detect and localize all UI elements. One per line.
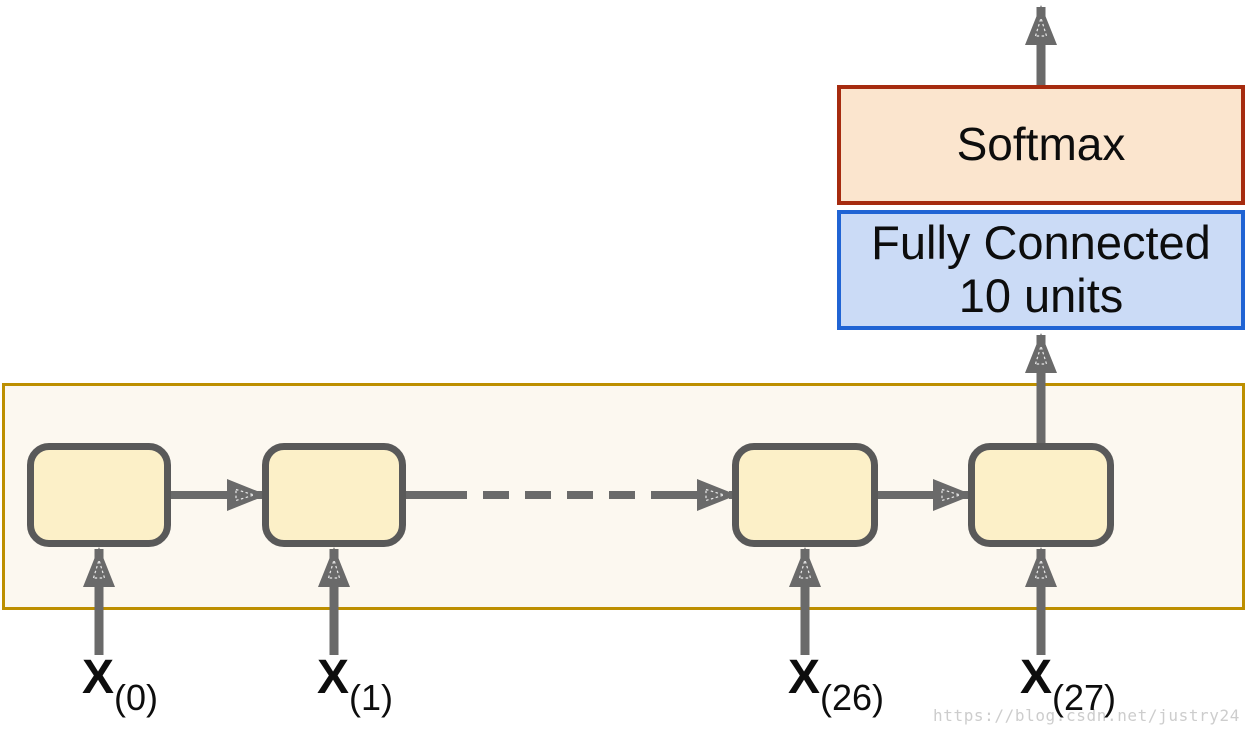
input-label-2-subscript: (26) — [820, 677, 885, 718]
rnn-cell-3 — [968, 443, 1114, 547]
input-label-1-subscript: (1) — [349, 677, 394, 718]
input-label-0-subscript: (0) — [114, 677, 159, 718]
input-label-1-base: X — [317, 651, 350, 704]
rnn-cell-0 — [27, 443, 171, 547]
input-label-3: X(27) — [1020, 651, 1116, 717]
watermark-text: https://blog.csdn.net/justry24 — [933, 706, 1240, 725]
input-label-1: X(1) — [317, 651, 393, 717]
rnn-cell-2 — [732, 443, 878, 547]
softmax-label: Softmax — [956, 118, 1126, 171]
rnn-cell-1 — [262, 443, 406, 547]
input-label-2-base: X — [788, 651, 821, 704]
input-label-2: X(26) — [788, 651, 884, 717]
fully-connected-label-line2: 10 units — [958, 269, 1124, 322]
input-label-0-base: X — [82, 651, 115, 704]
fully-connected-box: Fully Connected 10 units — [837, 210, 1245, 330]
fully-connected-label-line1: Fully Connected — [871, 216, 1211, 270]
input-label-3-base: X — [1020, 651, 1053, 704]
softmax-box: Softmax — [837, 85, 1245, 205]
input-label-3-subscript: (27) — [1052, 677, 1117, 718]
input-label-0: X(0) — [82, 651, 158, 717]
